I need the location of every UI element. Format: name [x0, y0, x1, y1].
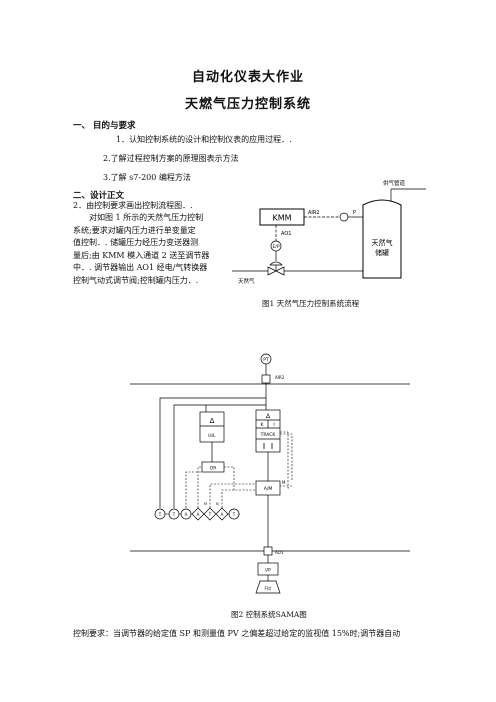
section2-heading: 二、设计正文: [73, 191, 125, 201]
tank-label-line2: 储罐: [375, 248, 389, 257]
control-valve: [267, 266, 285, 276]
ip-label: I/P: [265, 568, 271, 574]
section1-item-3: 3.了解 s7-200 编程方法: [103, 173, 191, 182]
input-circle-3-label: A: [185, 512, 188, 517]
paragraph-line: 值控制．. 储罐压力经压力变送器测: [73, 238, 199, 248]
paragraph-line: 中．. 调节器输出 AO1 经电/气转换器: [73, 263, 208, 273]
hl-label: H/L: [208, 433, 216, 439]
tank-label-line1: 天然气: [372, 238, 393, 247]
document-title: 自动化仪表大作业: [191, 70, 304, 85]
ep-label: E/P: [272, 244, 279, 250]
section2-paragraph: 对如图 1 所示的天然气压力控制 系统;要求对罐内压力进行单变量定 值控制．. …: [73, 212, 233, 288]
section2-sub: 2．由控制要求画出控制流程图．.: [73, 201, 193, 210]
figure1-caption: 图1 天然气压力控制系统流程: [262, 299, 360, 308]
air2-box: [261, 374, 271, 384]
am-label: A/M: [264, 486, 273, 492]
input-circle-4: [228, 508, 240, 520]
pid-track-block: [255, 409, 281, 453]
section1-item-2: 2.了解过程控制方案的原理图表示方法: [103, 154, 239, 163]
kmm-label: KMM: [272, 214, 291, 223]
figure1-diagram: KMM AIR2 P AO1 E/P 天然气 天然气 储罐 供气管道: [232, 179, 426, 285]
outlet-label: 供气管道: [383, 179, 406, 187]
control-requirement-text: 控制要求：当调节器的给定值 SP 和测量值 PV 之偏差超过给定的监视值 15%…: [73, 629, 401, 638]
fo-label: F(t): [265, 586, 272, 591]
ao1-label: AO1: [281, 231, 291, 237]
gas-tank: [362, 199, 402, 279]
pressure-transmitter: [339, 212, 349, 222]
figure2-caption: 图2 控制系统SAMA图: [231, 610, 307, 619]
hl-delta: Δ: [210, 417, 215, 425]
paragraph-line: 系统;要求对罐内压力进行单变量定: [73, 225, 196, 235]
document-subtitle: 天燃气压力控制系统: [184, 97, 311, 112]
ao1-label: AO1: [275, 550, 284, 555]
paragraph-line: 量后;由 KMM 模入通道 2 送至调节器: [73, 250, 210, 260]
pid-delta: Δ: [266, 413, 271, 420]
small-label-m: M: [204, 502, 207, 506]
paragraph-line: 对如图 1 所示的天然气压力控制: [89, 213, 204, 222]
input-circle-4-label: T: [232, 512, 236, 517]
air2-label: AIR2: [308, 210, 320, 216]
input-diamond-3-label: A: [221, 512, 224, 517]
i-label: I: [273, 422, 274, 428]
p-label: P: [353, 210, 356, 216]
air2-label: AIR2: [275, 375, 285, 380]
input-circle-1: [154, 508, 166, 520]
input-circle-3: [180, 508, 192, 520]
or-label: OR: [210, 466, 217, 472]
input-circle-2: [168, 508, 180, 520]
input-circle-2-label: T: [172, 512, 176, 517]
input-circle-1-label: T: [158, 512, 162, 517]
input-diamond-2-label: T: [208, 512, 212, 517]
hl-block: [199, 411, 225, 443]
input-diamond-2: [203, 507, 217, 521]
pt-label: PT: [263, 357, 269, 363]
valve-actuator: [269, 261, 283, 266]
small-label-n: N: [216, 502, 219, 506]
k-label: K: [261, 422, 265, 428]
track-label: TRACK: [260, 432, 277, 438]
input-diamond-1: [191, 507, 205, 521]
inlet-label: 天然气: [238, 277, 255, 285]
input-diamond-1-label: A: [197, 512, 200, 517]
section1-item-1: 1．认知控制系统的设计和控制仪表的应用过程．.: [116, 135, 292, 144]
ao1-box: [263, 546, 273, 556]
paragraph-line: 控制气动式调节阀;控制罐内压力．.: [73, 275, 199, 285]
final-element: [255, 580, 281, 594]
input-diamond-3: [215, 507, 229, 521]
figure2-sama-diagram: PT AIR2 Δ H/L Δ K I TRACK OR A/M M T T A: [130, 353, 410, 594]
m-label: M: [282, 480, 286, 485]
section1-heading: 一、 目的与要求: [73, 121, 136, 131]
